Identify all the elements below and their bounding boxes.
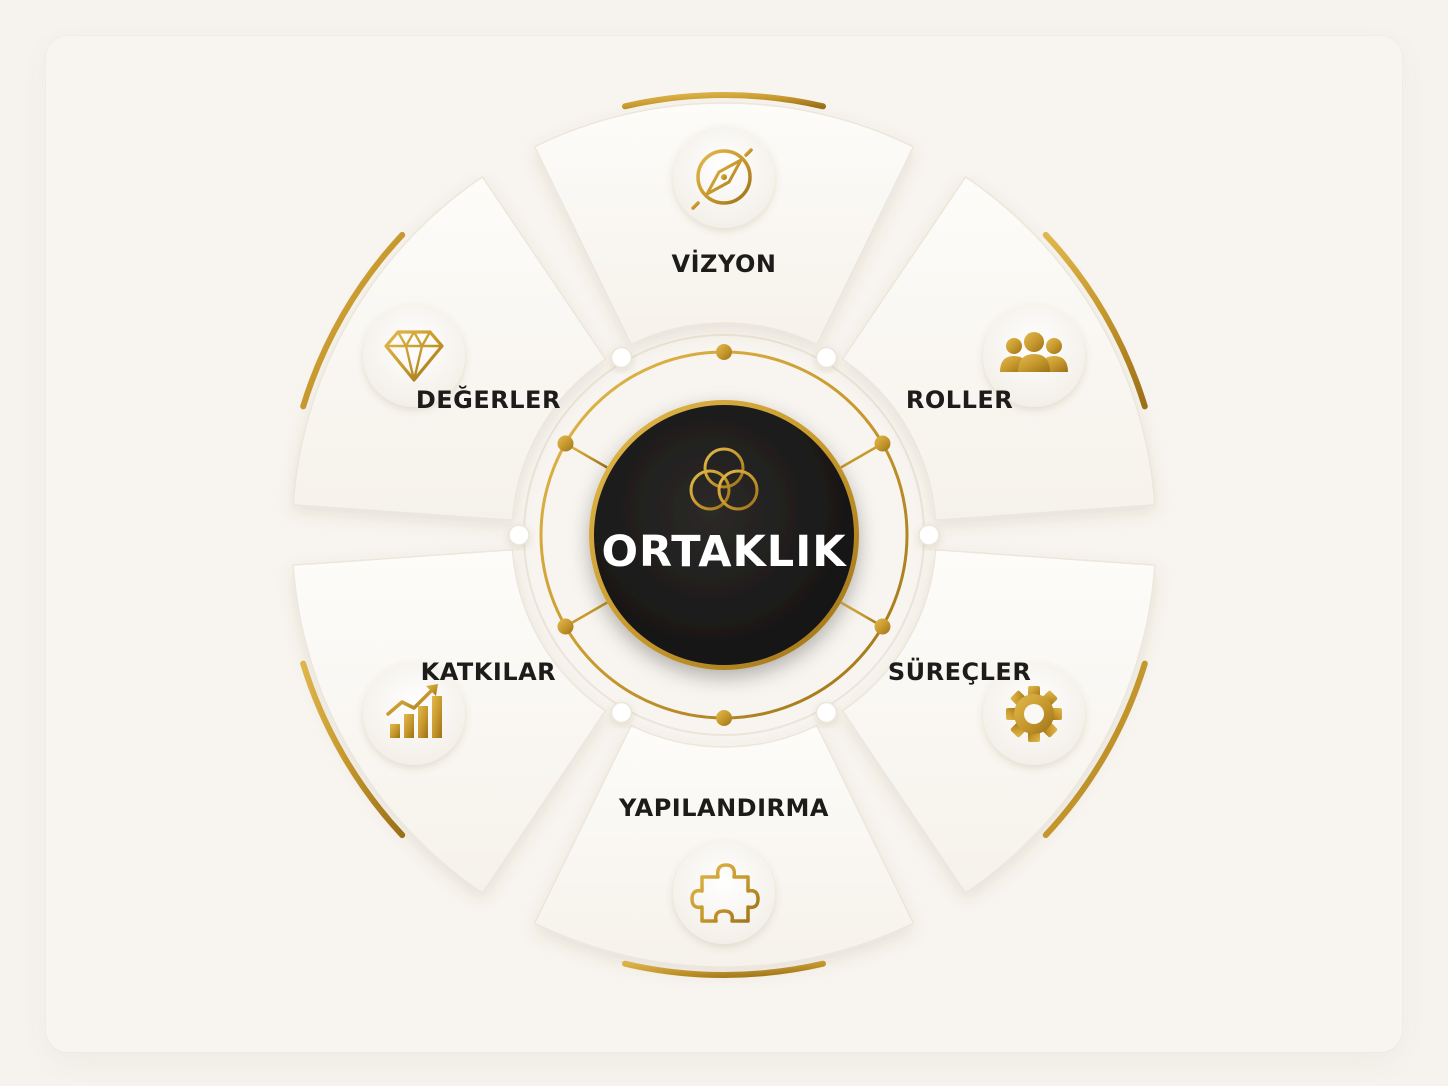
- segment-label: VİZYON: [672, 249, 777, 278]
- connector-node: [716, 344, 732, 360]
- spoke: [840, 442, 884, 469]
- spoke: [564, 601, 608, 628]
- segment-people-group[interactable]: ROLLER: [841, 176, 1156, 521]
- segment-puzzle-piece[interactable]: YAPILANDIRMA: [533, 724, 915, 968]
- gold-arc-growth-chart: [300, 660, 406, 839]
- center-hub: [589, 400, 859, 670]
- segment-label: SÜREÇLER: [888, 656, 1031, 686]
- joint-dot: [815, 701, 838, 724]
- segments: VİZYON ROLLER SÜREÇLER YAPILANDIRMA KATKILAR…: [292, 102, 1156, 968]
- center-title: ORTAKLIK: [601, 527, 847, 577]
- connector-node: [557, 435, 574, 452]
- gear-icon: [1006, 686, 1062, 742]
- connector-spokes: [508, 344, 940, 726]
- gold-arc-people-group: [1042, 231, 1148, 410]
- gold-arc-diamond: [300, 231, 406, 410]
- connector-node: [874, 435, 891, 452]
- connector-node: [716, 710, 732, 726]
- gold-arc-compass: [622, 92, 826, 110]
- connector-node: [874, 618, 891, 635]
- people-group-icon: [1000, 332, 1068, 372]
- joint-dot: [815, 346, 838, 369]
- joint-dot: [610, 701, 633, 724]
- spoke: [564, 442, 608, 469]
- connector-node: [557, 618, 574, 635]
- joint-dot: [508, 524, 530, 546]
- icon-circle: [363, 305, 465, 407]
- three-rings-icon: [689, 447, 759, 511]
- gold-arc-gear: [1042, 660, 1148, 839]
- spoke: [840, 601, 884, 628]
- segment-diamond[interactable]: DEĞERLER: [292, 176, 607, 521]
- gold-arc-puzzle-piece: [622, 960, 826, 978]
- segment-compass[interactable]: VİZYON: [533, 102, 915, 346]
- segment-growth-chart[interactable]: KATKILAR: [292, 549, 607, 894]
- segment-label: ROLLER: [906, 386, 1013, 414]
- growth-chart-icon: [386, 684, 442, 738]
- joint-dot: [610, 346, 633, 369]
- compass-icon: [691, 148, 753, 210]
- segment-label: DEĞERLER: [416, 384, 561, 414]
- gold-accent-arcs: [300, 92, 1148, 978]
- segment-label: KATKILAR: [421, 658, 557, 686]
- segment-label: YAPILANDIRMA: [618, 794, 829, 822]
- icon-circle: [673, 842, 775, 944]
- segment-gear[interactable]: SÜREÇLER: [841, 549, 1156, 894]
- joint-dot: [918, 524, 940, 546]
- diamond-icon: [384, 330, 444, 382]
- puzzle-piece-icon: [690, 863, 760, 923]
